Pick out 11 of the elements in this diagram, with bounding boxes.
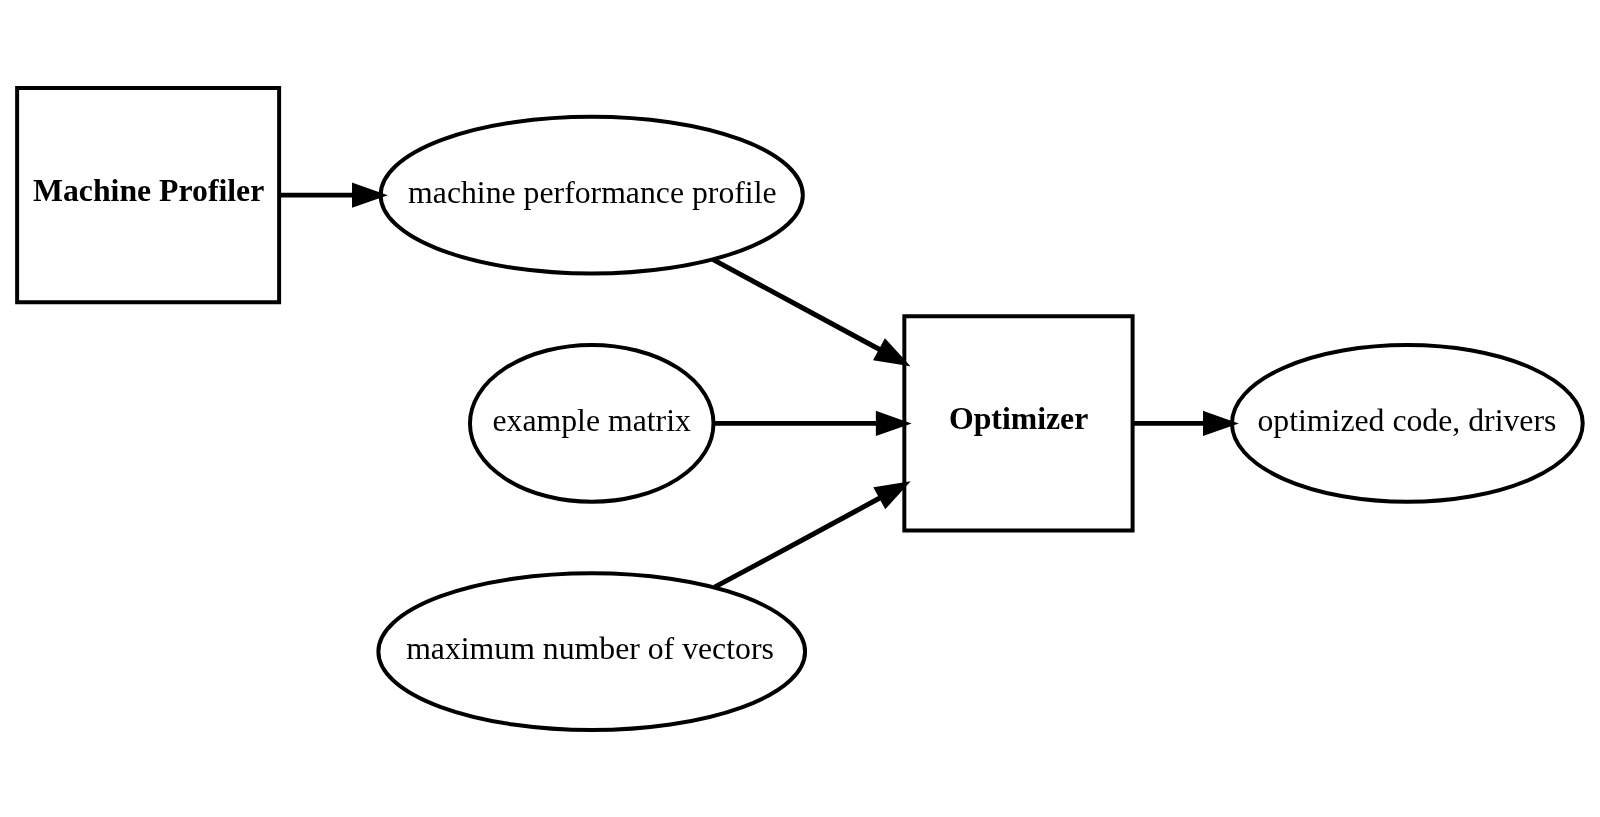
arrow (713, 410, 912, 436)
node-ellipse: machine performance profile (378, 114, 805, 275)
node-box: Machine Profiler (15, 85, 282, 304)
arrow (279, 182, 388, 208)
arrow (713, 480, 911, 589)
node-ellipse: optimized code, drivers (1230, 342, 1585, 504)
arrow (712, 256, 911, 366)
node-ellipse: example matrix (468, 342, 716, 504)
node-ellipse: maximum number of vectors (376, 570, 808, 732)
node-box: Optimizer (902, 313, 1135, 533)
arrow (1132, 410, 1239, 436)
